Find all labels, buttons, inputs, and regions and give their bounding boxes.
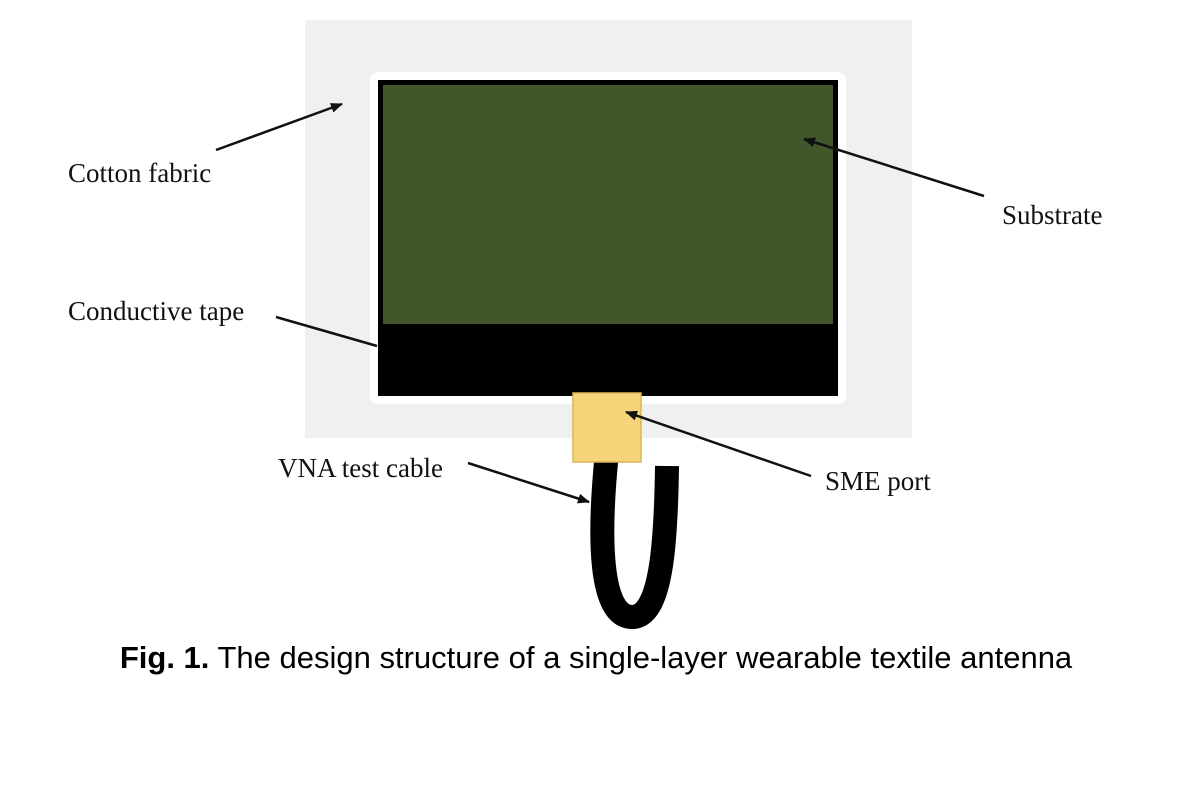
- substrate-layer: [383, 85, 833, 324]
- vna-test-cable-label: VNA test cable: [278, 453, 443, 483]
- figure-caption: Fig. 1. The design structure of a single…: [0, 640, 1192, 676]
- vna-test-cable: [590, 450, 679, 629]
- sme-port-connector: [572, 392, 642, 463]
- substrate-arrow: [803, 137, 985, 198]
- figure-number: Fig. 1.: [119, 640, 210, 675]
- cotton-fabric-arrow: [215, 102, 343, 152]
- vna-cable-arrow: [467, 461, 590, 504]
- cotton-fabric-label: Cotton fabric: [68, 158, 211, 188]
- substrate-label: Substrate: [1002, 200, 1103, 230]
- conductive-tape-arrow: [275, 315, 378, 348]
- sme-port-label: SME port: [825, 466, 931, 496]
- sme-port-arrow: [625, 410, 812, 478]
- conductive-tape-label: Conductive tape: [68, 296, 244, 326]
- figure-caption-text: The design structure of a single-layer w…: [209, 640, 1073, 675]
